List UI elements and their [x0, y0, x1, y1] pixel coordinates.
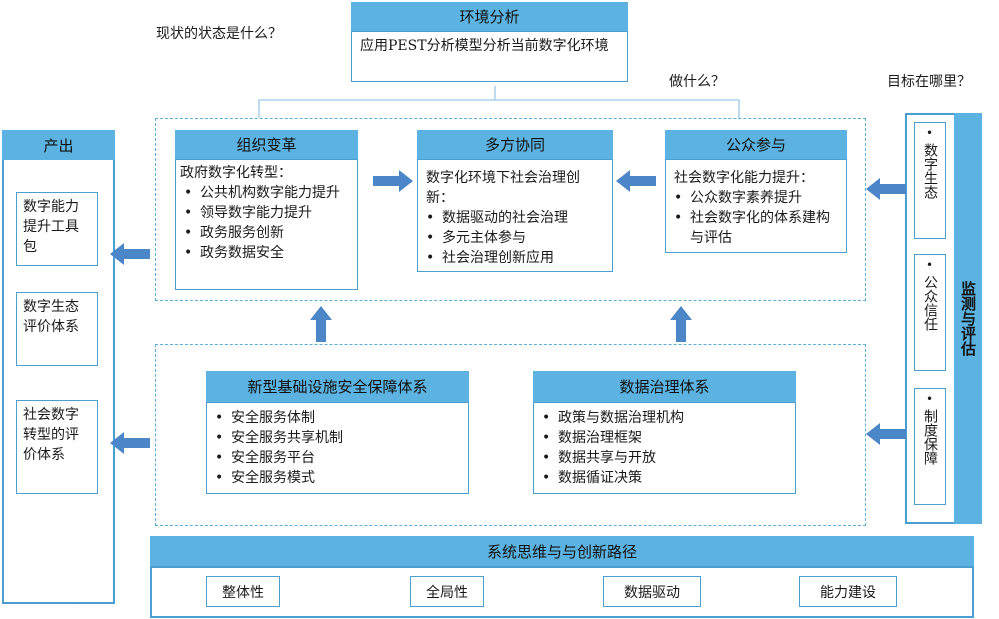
brace-connector — [258, 86, 740, 118]
monitor-bullet: • — [926, 258, 934, 272]
monitor-header: 监测与评估 — [954, 113, 982, 524]
monitor-bullet: • — [926, 126, 934, 140]
list-item: 数据治理框架 — [542, 428, 791, 448]
org-change-intro: 政府数字化转型： — [180, 165, 292, 181]
public-intro: 社会数字化能力提升： — [674, 170, 814, 186]
path-header: 系统思维与与创新路径 — [150, 536, 974, 566]
infra-box: 安全服务体制 安全服务共享机制 安全服务平台 安全服务模式 — [206, 402, 469, 494]
monitor-title: 监测与评估 — [959, 281, 977, 356]
list-item: 公共机构数字能力提升 — [184, 183, 353, 203]
data-gov-header: 数据治理体系 — [533, 371, 796, 402]
arrow-left-icon — [866, 423, 906, 445]
monitor-item: 制度保障 — [914, 388, 946, 505]
list-item: 数据共享与开放 — [542, 448, 791, 468]
bottom-dashed-group — [155, 344, 866, 526]
public-header: 公众参与 — [665, 130, 847, 159]
path-item: 数据驱动 — [603, 576, 701, 607]
path-item: 能力建设 — [799, 576, 897, 607]
list-item: 公众数字素养提升 — [674, 188, 838, 208]
list-item: 社会数字化的体系建构与评估 — [674, 208, 838, 248]
list-item: 安全服务共享机制 — [215, 428, 464, 448]
monitor-item-label: 公众信任 — [922, 275, 938, 331]
list-item: 数据驱动的社会治理 — [426, 208, 604, 228]
arrow-right-icon — [373, 170, 413, 192]
list-item: 安全服务体制 — [215, 408, 464, 428]
arrow-up-icon — [670, 306, 692, 342]
list-item: 多元主体参与 — [426, 228, 604, 248]
monitor-item: 数字生态 — [914, 122, 946, 239]
path-item: 整体性 — [206, 576, 280, 607]
env-text: 应用PEST分析模型分析当前数字化环境 — [360, 38, 609, 54]
arrow-left-icon — [616, 170, 656, 192]
output-item: 数字生态评价体系 — [16, 292, 98, 366]
public-box: 社会数字化能力提升： 公众数字素养提升 社会数字化的体系建构与评估 — [665, 159, 847, 253]
arrow-left-icon — [866, 178, 906, 200]
monitor-bullet: • — [926, 392, 934, 406]
question-current: 现状的状态是什么？ — [156, 26, 282, 42]
org-change-header: 组织变革 — [175, 130, 358, 159]
monitor-item-label: 数字生态 — [922, 143, 938, 199]
arrow-up-icon — [310, 306, 332, 342]
collab-header: 多方协同 — [417, 130, 613, 159]
data-gov-box: 政策与数据治理机构 数据治理框架 数据共享与开放 数据循证决策 — [533, 402, 796, 494]
env-box: 应用PEST分析模型分析当前数字化环境 — [351, 31, 628, 82]
path-item: 全局性 — [410, 576, 484, 607]
monitor-item-label: 制度保障 — [922, 409, 938, 465]
list-item: 安全服务模式 — [215, 468, 464, 488]
list-item: 政务服务创新 — [184, 223, 353, 243]
env-header: 环境分析 — [351, 2, 628, 31]
org-change-box: 政府数字化转型： 公共机构数字能力提升 领导数字能力提升 政务服务创新 政务数据… — [175, 159, 358, 290]
list-item: 政策与数据治理机构 — [542, 408, 791, 428]
question-what: 做什么？ — [669, 74, 725, 90]
arrow-left-icon — [110, 243, 150, 265]
top-dashed-group — [155, 118, 866, 301]
list-item: 政务数据安全 — [184, 243, 353, 263]
monitor-item: 公众信任 — [914, 254, 946, 371]
arrow-left-icon — [110, 432, 150, 454]
list-item: 社会治理创新应用 — [426, 248, 604, 268]
collab-box: 数字化环境下社会治理创新： 数据驱动的社会治理 多元主体参与 社会治理创新应用 — [417, 159, 613, 272]
question-goal: 目标在哪里？ — [887, 74, 971, 90]
output-item: 社会数字转型的评价体系 — [16, 400, 98, 494]
list-item: 领导数字能力提升 — [184, 203, 353, 223]
list-item: 安全服务平台 — [215, 448, 464, 468]
infra-header: 新型基础设施安全保障体系 — [206, 371, 469, 402]
output-header: 产出 — [2, 130, 115, 160]
collab-intro: 数字化环境下社会治理创新： — [426, 170, 580, 206]
output-item: 数字能力提升工具包 — [16, 192, 98, 266]
list-item: 数据循证决策 — [542, 468, 791, 488]
